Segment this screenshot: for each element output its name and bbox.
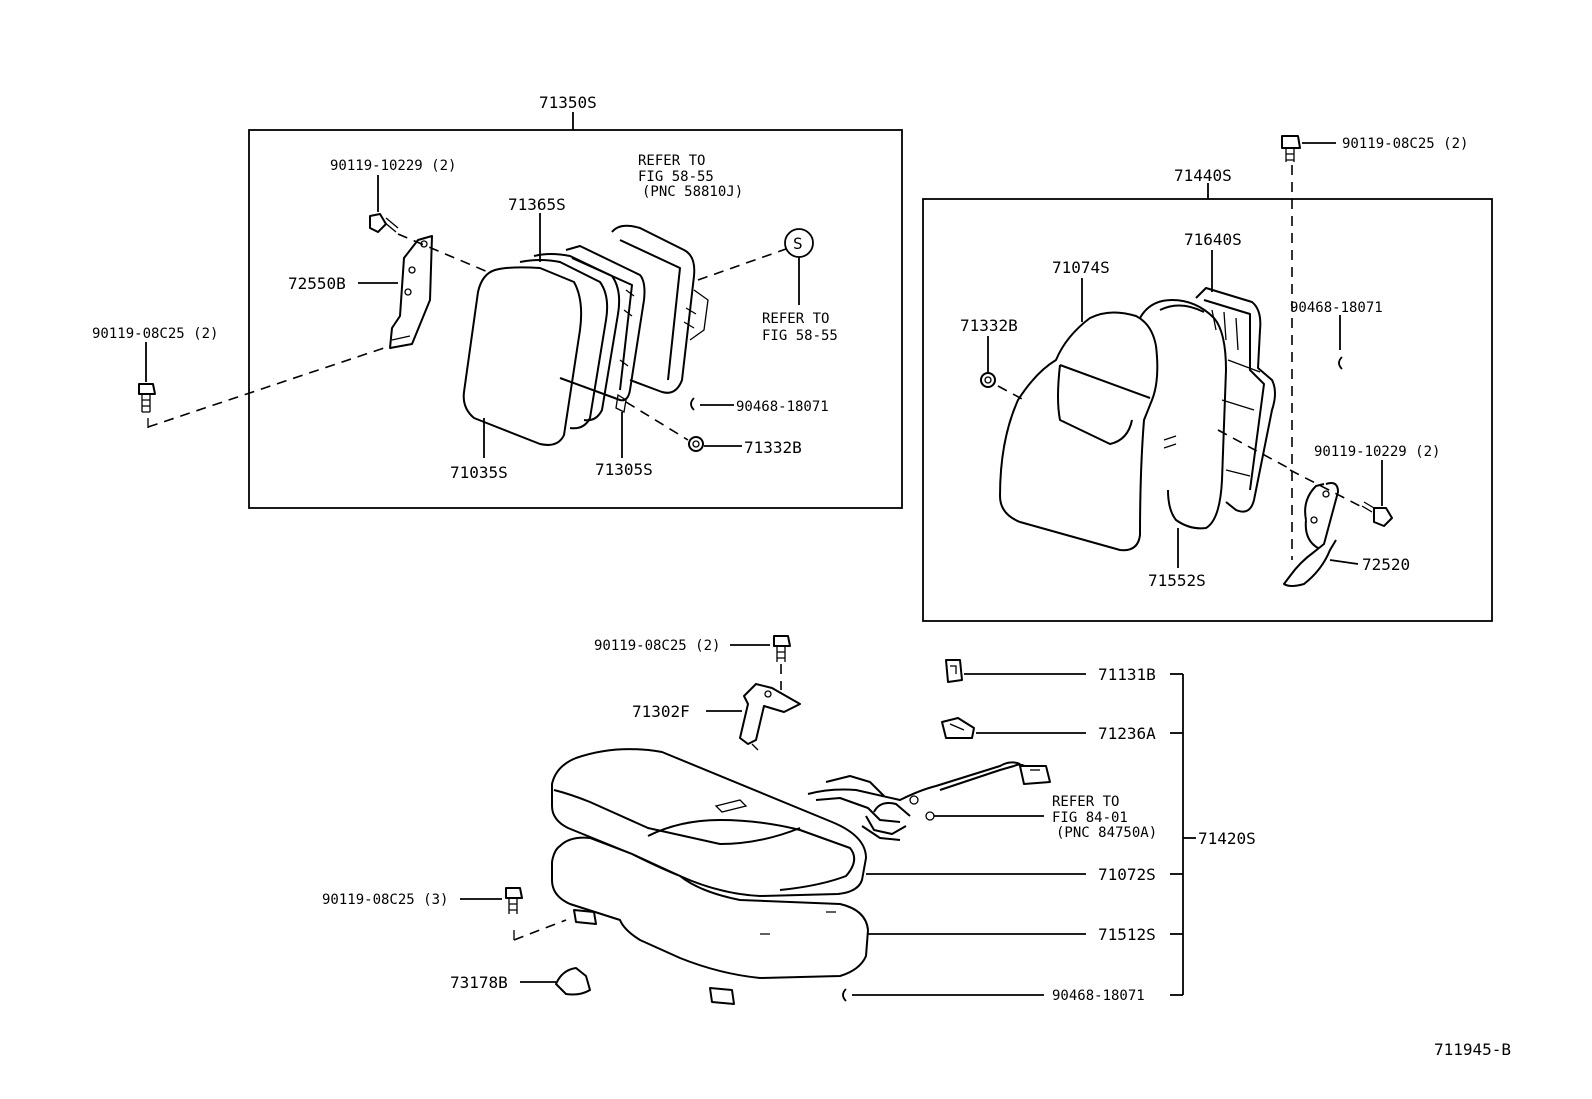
refer-c-line1: REFER TO: [1052, 794, 1119, 810]
group-box-71350S: [248, 129, 903, 509]
seatback-cover-71552S: [1139, 299, 1227, 530]
label-90468-18071-c: 90468-18071: [1052, 988, 1145, 1004]
bolt-90119-08C25-a: [138, 383, 156, 413]
label-90119-08C25-a: 90119-08C25 (2): [92, 326, 218, 342]
seatback-frame-71305S: [559, 245, 646, 402]
seatback-board: [611, 224, 696, 394]
seatback-pad-71074S: [999, 311, 1159, 552]
label-90119-08C25-b: 90119-08C25 (2): [1342, 136, 1468, 152]
label-71365S: 71365S: [508, 195, 566, 214]
label-71072S: 71072S: [1098, 865, 1156, 884]
label-72520: 72520: [1362, 555, 1410, 574]
label-90468-18071-a: 90468-18071: [736, 399, 829, 415]
figure-id: 711945-B: [1434, 1040, 1511, 1059]
label-71035S: 71035S: [450, 463, 508, 482]
cushion-pad-71512S: [551, 836, 869, 979]
seatback-pad-71035S: [462, 266, 583, 446]
refer-c-line2: FIG 84-01: [1052, 810, 1128, 826]
clip-90468-18071-a: [690, 397, 695, 411]
grommet-71332B-b: [980, 372, 996, 388]
label-71420S: 71420S: [1198, 829, 1256, 848]
label-71305S: 71305S: [595, 460, 653, 479]
bracket-71302F: [739, 683, 801, 745]
group-71420S: 71420S 90119-08C25 (2) 71302F 71131B 712…: [322, 635, 1256, 1005]
label-90119-08C25-c: 90119-08C25 (2): [594, 638, 720, 654]
bolt-90119-10229-a: [369, 213, 399, 233]
bolt-90119-08C25-c: [773, 635, 791, 662]
label-71236A: 71236A: [1098, 724, 1156, 743]
label-90468-18071-b: 90468-18071: [1290, 300, 1383, 316]
refer-a-line3: (PNC 58810J): [642, 184, 743, 200]
bolt-90119-10229-b: [1361, 501, 1393, 527]
refer-b-line1: REFER TO: [762, 311, 829, 327]
label-71512S: 71512S: [1098, 925, 1156, 944]
bolt-90119-08C25-d: [505, 887, 523, 914]
seatback-cover-71365S: [519, 259, 609, 430]
label-73178B: 73178B: [450, 973, 508, 992]
label-71074S: 71074S: [1052, 258, 1110, 277]
label-72550B: 72550B: [288, 274, 346, 293]
clip-90468-18071-c: [842, 988, 847, 1002]
label-90119-08C25-d: 90119-08C25 (3): [322, 892, 448, 908]
label-71440S: 71440S: [1174, 166, 1232, 185]
label-71350S: 71350S: [539, 93, 597, 112]
group-71350S: 71350S: [92, 93, 903, 509]
seatback-frame-71640S: [1195, 287, 1276, 513]
grommet-71332B-a: [688, 436, 704, 452]
clip-71131B: [945, 659, 963, 683]
label-90119-10229-a: 90119-10229 (2): [330, 158, 456, 174]
s-mark-text: S: [793, 234, 803, 253]
label-71131B: 71131B: [1098, 665, 1156, 684]
refer-a-line2: FIG 58-55: [638, 169, 714, 185]
hinge-72520: [1283, 482, 1339, 587]
label-71332B-a: 71332B: [744, 438, 802, 457]
refer-c-line3: (PNC 84750A): [1056, 825, 1157, 841]
refer-a-line1: REFER TO: [638, 153, 705, 169]
refer-b-line2: FIG 58-55: [762, 328, 838, 344]
clip-90468-18071-b: [1338, 356, 1343, 370]
cap-73178B: [555, 967, 591, 996]
label-71640S: 71640S: [1184, 230, 1242, 249]
label-71332B-b: 71332B: [960, 316, 1018, 335]
cushion-cover-71072S: [551, 748, 867, 897]
label-90119-10229-b: 90119-10229 (2): [1314, 444, 1440, 460]
group-71440S: 71440S 90119-08C25 (2) 71332B: [922, 135, 1493, 622]
label-71302F: 71302F: [632, 702, 690, 721]
bolt-90119-08C25-b: [1281, 135, 1301, 162]
label-71552S: 71552S: [1148, 571, 1206, 590]
seat-wire-harness: [807, 761, 1051, 841]
